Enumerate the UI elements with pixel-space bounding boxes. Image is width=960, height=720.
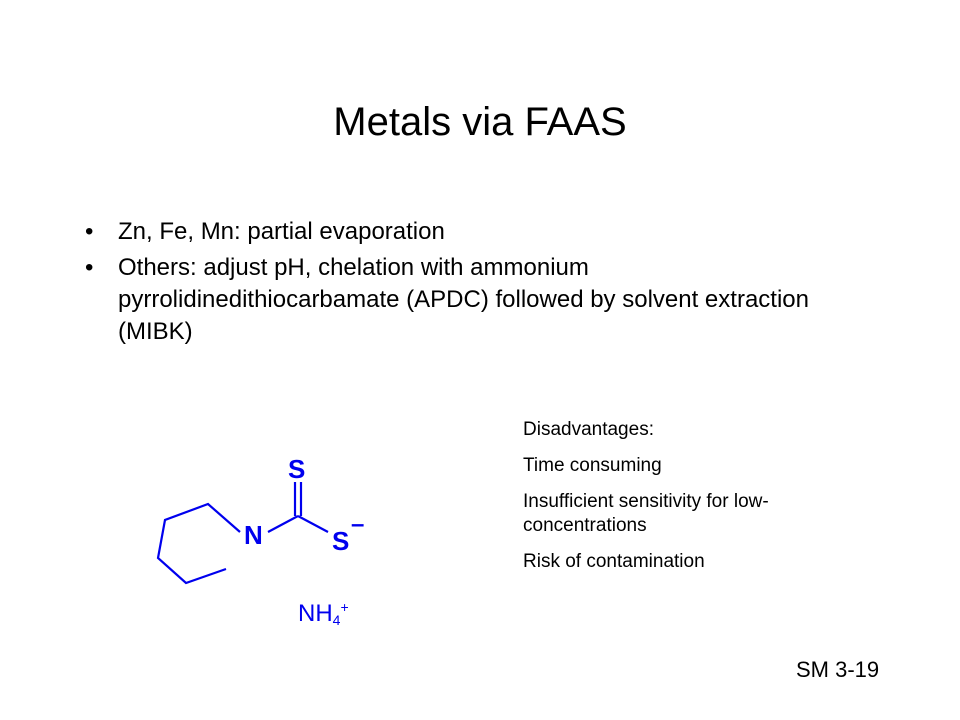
cation-superscript: +: [340, 599, 349, 615]
bullet-text: Zn, Fe, Mn: partial evaporation: [118, 218, 445, 245]
molecule-bonds: [267, 482, 329, 533]
disadvantage-item: Risk of contamination: [523, 551, 705, 572]
disadvantage-item: Time consuming: [523, 455, 662, 476]
c-s-single-bond: [297, 515, 329, 533]
pyrrolidine-ring: [156, 502, 241, 585]
negative-charge-label: –: [351, 511, 364, 538]
n-c-bond: [267, 515, 299, 533]
bullet-text: Others: adjust pH, chelation with ammoni…: [118, 254, 809, 345]
bullet-dot: •: [85, 218, 94, 245]
cation-base: NH: [298, 600, 333, 627]
sulfur-top-atom-label: S: [288, 454, 305, 484]
bullet-item: • Zn, Fe, Mn: partial evaporation: [82, 216, 872, 248]
disadvantage-item: Insufficient sensitivity for low-concent…: [523, 491, 769, 536]
cation-subscript: 4: [332, 612, 341, 628]
apdc-structure-diagram: N S S –: [156, 454, 364, 585]
nitrogen-atom-label: N: [244, 520, 263, 550]
slide-number: SM 3-19: [796, 657, 880, 682]
bullet-dot: •: [85, 254, 94, 281]
disadvantages-block: Disadvantages: Time consuming Insufficie…: [523, 418, 883, 586]
sulfur-right-atom-label: S: [332, 526, 349, 556]
slide-title: Metals via FAAS: [333, 100, 627, 144]
bullet-list: • Zn, Fe, Mn: partial evaporation • Othe…: [82, 216, 872, 352]
bullet-item: • Others: adjust pH, chelation with ammo…: [82, 252, 872, 348]
disadvantages-heading: Disadvantages:: [523, 419, 654, 440]
ammonium-cation-label: NH4+: [298, 592, 349, 635]
